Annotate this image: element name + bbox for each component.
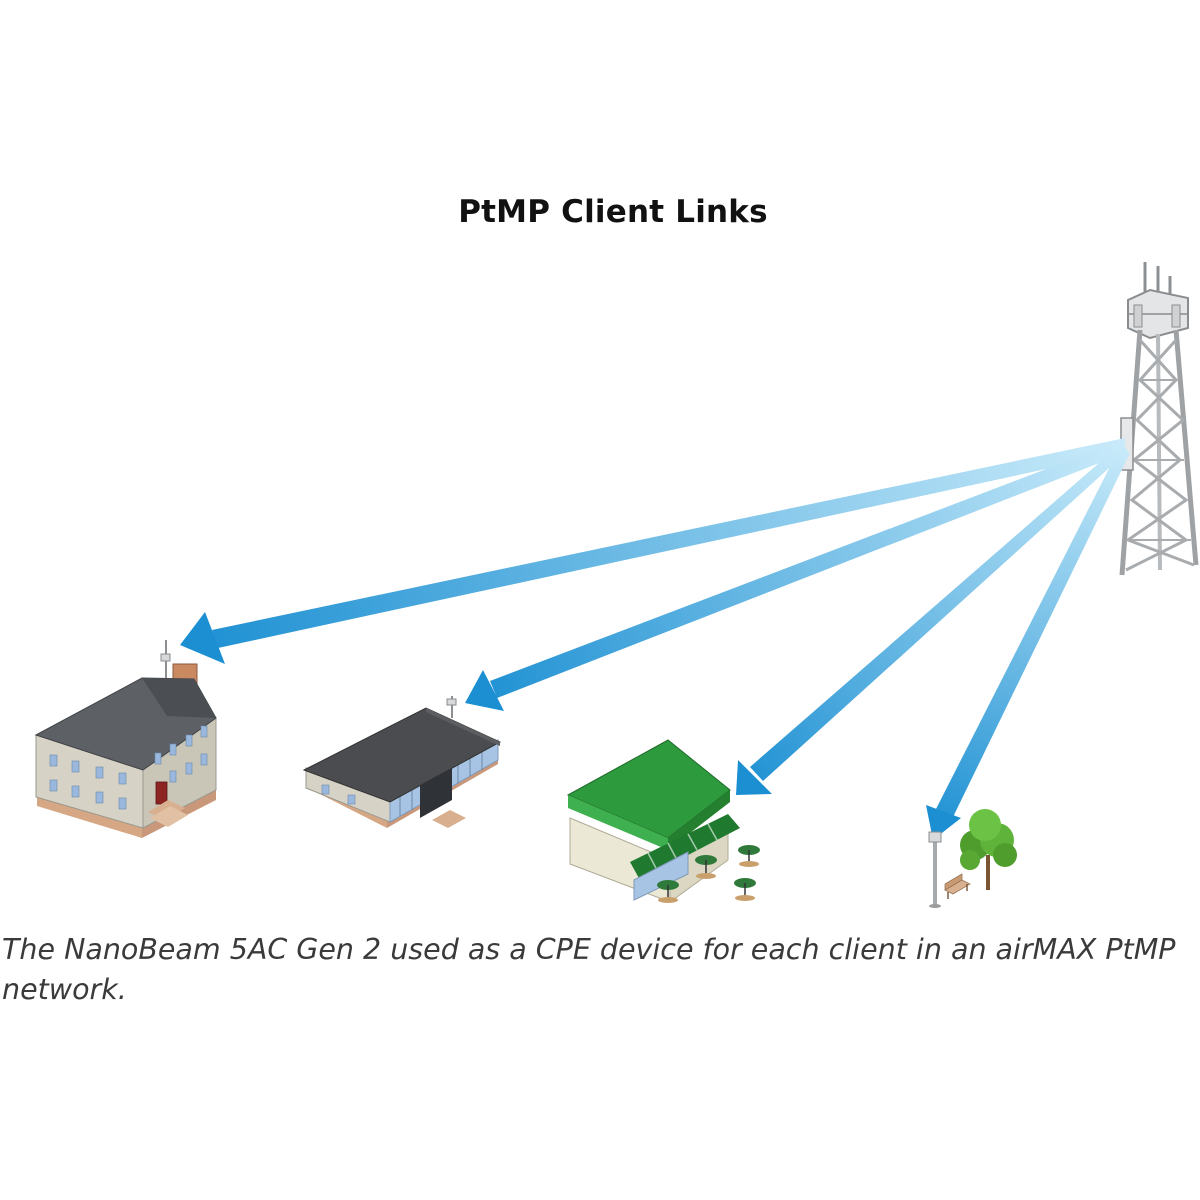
cafe-icon: [566, 739, 760, 903]
diagram-caption: The NanoBeam 5AC Gen 2 used as a CPE dev…: [2, 933, 1176, 1006]
link-arrow-park: [926, 447, 1130, 840]
tree-icon: [960, 809, 1017, 890]
bench-icon: [944, 873, 971, 899]
office-building-icon: [302, 696, 502, 828]
patio-tables: [657, 845, 760, 903]
house-icon: [34, 640, 217, 838]
street-pole-icon: [928, 831, 942, 908]
tower-icon: [1119, 262, 1199, 576]
link-arrow-house: [180, 438, 1125, 664]
link-arrow-cafe: [736, 443, 1128, 795]
diagram-title: PtMP Client Links: [458, 194, 768, 230]
link-arrow-office: [465, 439, 1125, 711]
